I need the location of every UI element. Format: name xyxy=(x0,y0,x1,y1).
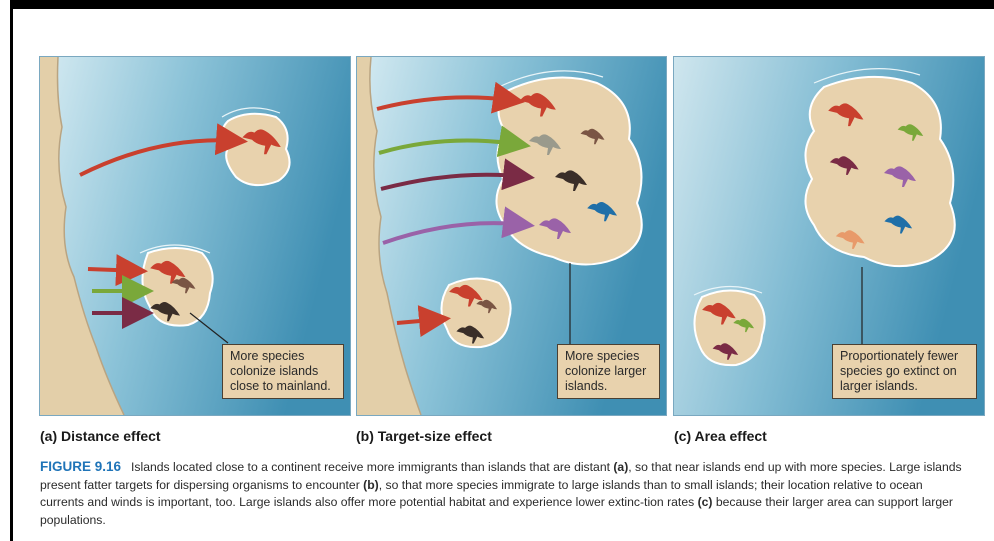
label-distance-effect: (a) Distance effect xyxy=(40,428,161,444)
caption-ref-a: (a) xyxy=(613,460,628,474)
caption-text: Islands located close to a continent rec… xyxy=(131,460,613,474)
label-target-size-effect: (b) Target-size effect xyxy=(356,428,492,444)
note-line: More species xyxy=(230,349,336,364)
note-line: Proportionately fewer xyxy=(840,349,969,364)
figure-label: FIGURE 9.16 xyxy=(40,459,121,474)
note-line: larger islands. xyxy=(840,379,969,394)
caption-ref-b: (b) xyxy=(363,478,379,492)
note-area-effect: Proportionately fewer species go extinct… xyxy=(832,344,977,399)
caption-ref-c: (c) xyxy=(698,495,713,509)
note-line: colonize larger xyxy=(565,364,652,379)
note-line: More species xyxy=(565,349,652,364)
note-line: colonize islands xyxy=(230,364,336,379)
top-border xyxy=(10,0,994,9)
left-border xyxy=(10,0,13,541)
note-target-size-effect: More species colonize larger islands. xyxy=(557,344,660,399)
note-line: islands. xyxy=(565,379,652,394)
figure-caption: FIGURE 9.16 Islands located close to a co… xyxy=(40,458,970,529)
note-line: close to mainland. xyxy=(230,379,336,394)
note-line: species go extinct on xyxy=(840,364,969,379)
note-distance-effect: More species colonize islands close to m… xyxy=(222,344,344,399)
label-area-effect: (c) Area effect xyxy=(674,428,767,444)
